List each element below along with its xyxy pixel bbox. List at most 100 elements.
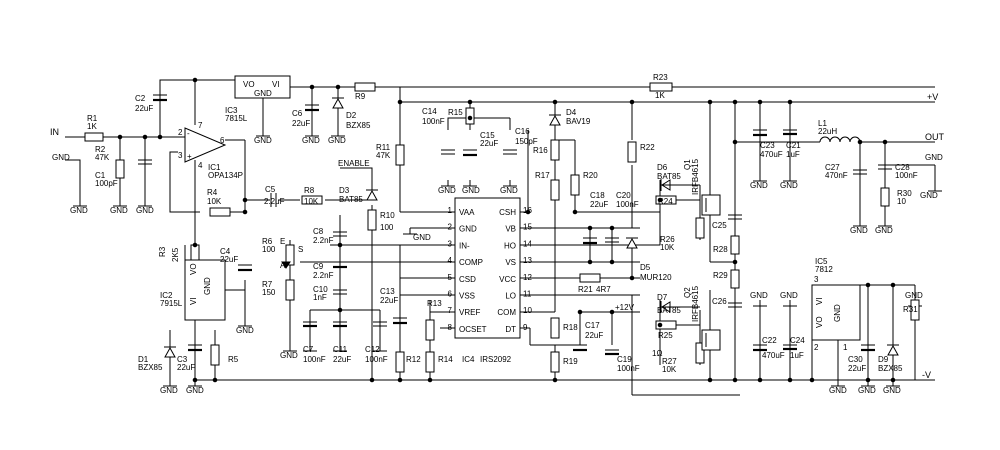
svg-text:C21: C21: [786, 141, 801, 150]
ic4-pin-name: VCC: [499, 275, 516, 284]
svg-text:2.2nF: 2.2nF: [313, 236, 334, 245]
svg-text:22uF: 22uF: [177, 363, 195, 372]
svg-text:BAV19: BAV19: [566, 117, 591, 126]
svg-text:IC5: IC5: [815, 257, 828, 266]
svg-text:22uF: 22uF: [220, 255, 238, 264]
ic4-pin-name: VB: [505, 225, 516, 234]
svg-text:100nF: 100nF: [303, 355, 326, 364]
label-neg-v: -V: [922, 370, 931, 380]
svg-text:S: S: [298, 245, 303, 254]
svg-text:C14: C14: [422, 107, 437, 116]
ic4-pin-number: 5: [448, 273, 453, 282]
svg-text:R18: R18: [563, 323, 578, 332]
svg-text:MUR120: MUR120: [640, 273, 672, 282]
svg-text:IC3: IC3: [225, 106, 238, 115]
svg-text:100: 100: [380, 223, 394, 232]
ic4-pin-number: 3: [448, 239, 453, 248]
ic1-pin-6: 6: [220, 136, 225, 145]
svg-text:GND: GND: [328, 136, 346, 145]
svg-text:D5: D5: [640, 263, 651, 272]
svg-text:1K: 1K: [655, 91, 665, 100]
svg-text:22uF: 22uF: [848, 364, 866, 373]
svg-text:GND: GND: [136, 206, 154, 215]
svg-text:-: -: [187, 129, 190, 138]
svg-text:GND: GND: [52, 153, 70, 162]
svg-text:C6: C6: [292, 109, 303, 118]
svg-text:VI: VI: [815, 297, 824, 305]
svg-text:R14: R14: [438, 355, 453, 364]
svg-text:C2: C2: [135, 94, 146, 103]
ic4-pin-name: VSS: [459, 292, 475, 301]
svg-text:22uH: 22uH: [818, 127, 837, 136]
ic4-pin-name: COMP: [459, 258, 483, 267]
svg-text:22uF: 22uF: [590, 200, 608, 209]
ic4-pin-number: 11: [523, 290, 532, 299]
svg-text:A: A: [280, 261, 286, 270]
svg-text:C26: C26: [712, 297, 727, 306]
svg-text:100nF: 100nF: [365, 355, 388, 364]
ic4-pin-name: DT: [505, 325, 516, 334]
svg-text:2.2uF: 2.2uF: [264, 197, 285, 206]
svg-text:GND: GND: [875, 226, 893, 235]
svg-text:BZX85: BZX85: [346, 121, 371, 130]
svg-text:R26: R26: [660, 235, 675, 244]
svg-text:C9: C9: [313, 262, 324, 271]
svg-text:100nF: 100nF: [422, 117, 445, 126]
svg-text:10K: 10K: [662, 365, 677, 374]
svg-text:IRFB4615: IRFB4615: [691, 285, 700, 322]
svg-text:47K: 47K: [376, 151, 391, 160]
svg-text:OPA134P: OPA134P: [208, 171, 243, 180]
svg-text:47K: 47K: [95, 153, 110, 162]
inductor-l1: [819, 136, 865, 143]
svg-text:C23: C23: [760, 141, 775, 150]
svg-text:10: 10: [897, 197, 906, 206]
svg-text:22uF: 22uF: [585, 331, 603, 340]
svg-text:R2: R2: [95, 145, 106, 154]
svg-text:C22: C22: [762, 336, 777, 345]
svg-text:R5: R5: [228, 355, 239, 364]
svg-text:10K: 10K: [660, 243, 675, 252]
svg-text:R16: R16: [533, 146, 548, 155]
svg-text:R12: R12: [406, 355, 421, 364]
svg-text:GND: GND: [186, 386, 204, 395]
svg-text:470uF: 470uF: [762, 351, 785, 360]
svg-text:D9: D9: [878, 355, 889, 364]
ic4-pin-number: 10: [523, 306, 532, 315]
label-pos-v: +V: [927, 92, 938, 102]
svg-text:22uF: 22uF: [135, 104, 153, 113]
svg-text:150: 150: [262, 288, 276, 297]
ic2-regulator: VO VI GND: [184, 259, 226, 321]
ic4-pin-number: 7: [448, 306, 453, 315]
svg-text:3: 3: [814, 275, 819, 284]
svg-text:R24: R24: [658, 197, 673, 206]
ic1-pin-3: 3: [178, 151, 183, 160]
svg-text:D7: D7: [657, 293, 668, 302]
svg-text:C16: C16: [515, 127, 530, 136]
svg-text:C1: C1: [95, 171, 106, 180]
svg-text:VI: VI: [272, 80, 280, 89]
svg-text:2: 2: [814, 343, 819, 352]
mosfet-bodies: [701, 194, 721, 351]
ic4-pin-name: CSH: [499, 208, 516, 217]
svg-text:R17: R17: [535, 171, 550, 180]
svg-text:C27: C27: [825, 163, 840, 172]
svg-text:R27: R27: [662, 357, 677, 366]
label-enable: ENABLE: [338, 159, 370, 168]
svg-text:R28: R28: [713, 245, 728, 254]
svg-text:GND: GND: [438, 186, 456, 195]
ic1-pin-7: 7: [198, 121, 203, 130]
svg-text:GND: GND: [858, 386, 876, 395]
svg-text:BAT85: BAT85: [657, 172, 681, 181]
ic4-irs2092: 1VAA2GND3IN-4COMP5CSD6VSS7VREF8OCSET16CS…: [448, 197, 532, 339]
svg-text:R13: R13: [427, 299, 442, 308]
svg-text:GND: GND: [750, 291, 768, 300]
ic3-regulator: VO VI GND: [234, 75, 291, 99]
ic1-pin-2: 2: [178, 128, 183, 137]
svg-text:D4: D4: [566, 108, 577, 117]
svg-text:VI: VI: [189, 297, 198, 305]
svg-text:100pF: 100pF: [95, 179, 118, 188]
ic4-pin-name: VAA: [459, 208, 475, 217]
svg-text:GND: GND: [254, 89, 272, 98]
svg-text:2K5: 2K5: [171, 247, 180, 262]
